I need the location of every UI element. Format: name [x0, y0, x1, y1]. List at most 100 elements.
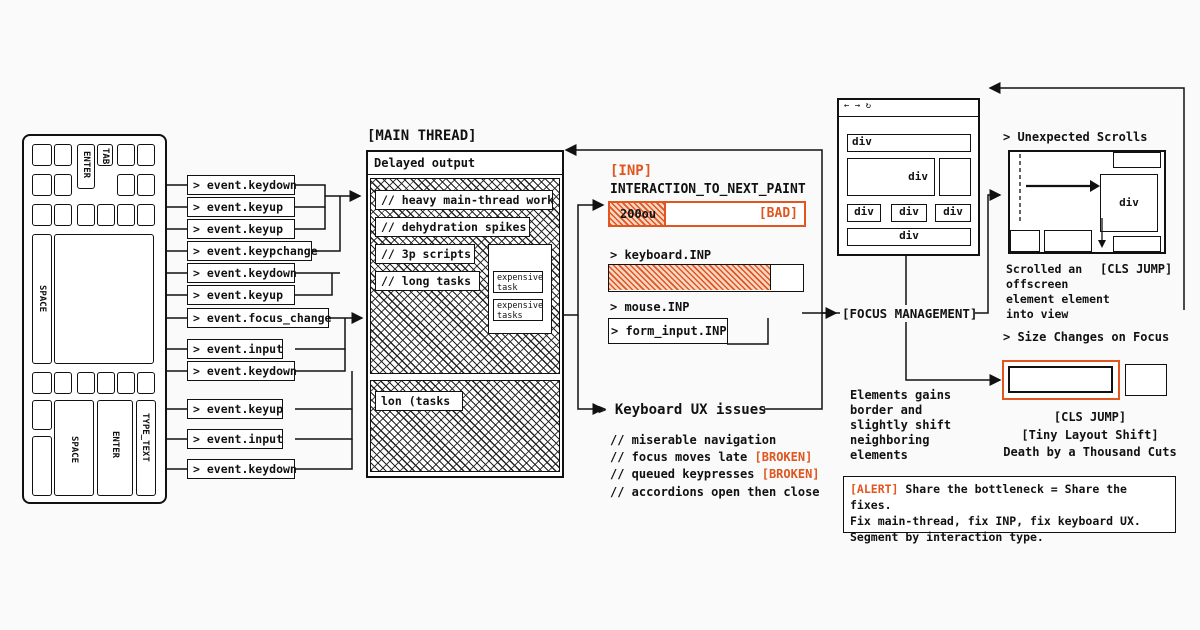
inp-tag: [INP] [610, 163, 653, 179]
inp-bar: 200ou [BAD] [608, 201, 806, 227]
event-item: > event.focus_change [187, 308, 331, 328]
keyboard-inp-label: > keyboard.INP [610, 248, 712, 262]
div-block [1010, 230, 1040, 252]
ux-issue: // miserable navigation [610, 433, 777, 447]
offscreen-div: div [1100, 174, 1158, 232]
key-space-left: SPACE [32, 234, 52, 364]
key [32, 400, 52, 430]
key [54, 372, 72, 394]
key [117, 174, 135, 196]
tiny-layout-shift: [Tiny Layout Shift] [1021, 428, 1159, 442]
key [117, 144, 135, 166]
task-label: // dehydration spikes [375, 217, 530, 237]
div-block [1113, 236, 1161, 252]
ux-issue: // focus moves late [BROKEN] [610, 450, 813, 464]
task-label: // 3p scripts [375, 244, 475, 264]
div-block: div [847, 134, 971, 152]
event-item: > event.input [187, 339, 283, 359]
key [32, 204, 52, 226]
key [137, 144, 155, 166]
divider [368, 174, 562, 175]
div-block [939, 158, 971, 196]
key [54, 174, 72, 196]
main-thread-subtitle: Delayed output [374, 156, 476, 170]
death-by-cuts: Death by a Thousand Cuts [1003, 445, 1177, 459]
key [77, 204, 95, 226]
key [137, 174, 155, 196]
div-block: div [847, 204, 881, 222]
event-item: > event.keydown [187, 263, 297, 283]
key [77, 372, 95, 394]
task-label: // heavy main-thread work [375, 190, 554, 210]
scroll-arrow-icon [1019, 154, 1106, 248]
mouse-inp-label: > mouse.INP [610, 300, 690, 314]
browser-nav-icon: ← → ↻ [844, 101, 872, 111]
alert-box: [ALERT] Share the bottleneck = Share the… [843, 476, 1176, 544]
focused-element-inner [1008, 366, 1113, 393]
alert-line: Fix main-thread, fix INP, fix keyboard U… [850, 514, 1141, 528]
key-label: TYPE_TEXT [140, 413, 150, 462]
key [32, 436, 52, 496]
div-block [1113, 152, 1161, 168]
size-changes-title: > Size Changes on Focus [1003, 330, 1170, 344]
focus-management-label: [FOCUS MANAGEMENT] [842, 306, 978, 321]
key-label: SPACE [37, 285, 47, 313]
key-label: ENTER [81, 151, 91, 179]
size-cls-jump: [CLS JUMP] [1053, 410, 1127, 424]
key [117, 372, 135, 394]
div-block: div [935, 204, 971, 222]
div-block: div [847, 228, 971, 246]
inp-bad-label: [BAD] [758, 206, 798, 221]
key [137, 204, 155, 226]
key-label: TAB [100, 148, 110, 165]
scroll-caption: Scrolled an offscreen element element in… [1006, 262, 1110, 321]
scroll-viewport: div [1008, 150, 1166, 254]
key-enter-bottom: ENTER [97, 400, 133, 496]
expensive-group: expensive task expensive tasks [488, 244, 552, 334]
browser-toolbar: ← → ↻ [839, 100, 978, 117]
keyboard-ux-title: > Keyboard UX issues [598, 402, 767, 418]
lower-task-label: lon (tasks [375, 391, 463, 411]
event-item: > event.input [187, 429, 283, 449]
key [32, 372, 52, 394]
event-item: > event.keydown [187, 361, 297, 381]
keyboard-inp-fill [609, 265, 772, 290]
key [97, 372, 115, 394]
key-tab: TAB [97, 144, 113, 166]
keyboard-illustration: ENTER TAB SPACE SPACE ENTER TYPE_TEXT [22, 134, 167, 504]
focused-element [1002, 360, 1120, 400]
main-thread-title: [MAIN THREAD] [367, 128, 477, 144]
size-left-caption: Elements gains border and slightly shift… [850, 388, 952, 462]
key-space-bottom: SPACE [54, 400, 94, 496]
alert-line: Segment by interaction type. [850, 530, 1044, 544]
event-item: > event.keyup [187, 197, 295, 217]
scroll-cls-jump: [CLS JUMP] [1100, 262, 1173, 276]
event-item: > event.keyup [187, 285, 295, 305]
expensive-task: expensive task [493, 271, 543, 293]
key [117, 204, 135, 226]
key [32, 174, 52, 196]
key [32, 144, 52, 166]
div-block [1044, 230, 1092, 252]
keyboard-inp-bar [608, 264, 804, 292]
form-input-inp-box: > form_input.INP [608, 318, 728, 344]
inp-title: INTERACTION_TO_NEXT_PAINT [610, 182, 806, 197]
key [137, 372, 155, 394]
key [54, 204, 72, 226]
key [97, 204, 115, 226]
browser-window: ← → ↻ div div div div div div [837, 98, 980, 256]
event-item: > event.keypchange [187, 241, 318, 261]
event-item: > event.keydown [187, 459, 297, 479]
form-input-inp-label: > form_input.INP [611, 324, 727, 338]
key-block [54, 234, 154, 364]
key [54, 144, 72, 166]
event-item: > event.keyup [187, 399, 283, 419]
unexpected-scrolls-title: > Unexpected Scrolls [1003, 130, 1148, 144]
inp-bar-fill [610, 203, 667, 225]
key-enter-top: ENTER [77, 144, 95, 189]
ux-issue: // queued keypresses [BROKEN] [610, 467, 820, 481]
expensive-task: expensive tasks [493, 299, 543, 321]
event-item: > event.keydown [187, 175, 297, 195]
div-block: div [891, 204, 927, 222]
key-type-text: TYPE_TEXT [136, 400, 156, 496]
